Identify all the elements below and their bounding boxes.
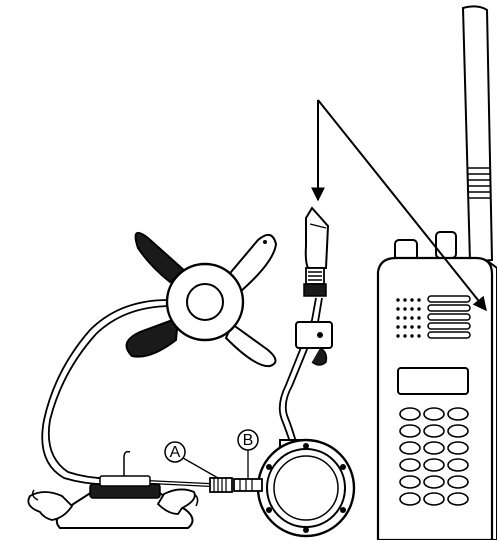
ptt-button [258,440,354,536]
mounting-base [28,452,197,528]
extension-cable [148,478,262,492]
portable-radio [378,232,497,540]
callout-b-label: B [243,432,254,449]
connector-clamp [296,322,332,348]
radio-speaker-slots [428,296,470,338]
radio-display [398,368,468,394]
connector-a [210,478,232,492]
radio-knob-right [436,232,456,258]
callout-b: B [238,430,258,479]
callout-a-label: A [170,444,181,461]
headset-earcup [127,233,276,366]
radio-connector-plug [296,208,332,365]
connector-b [234,479,262,491]
callout-a: A [165,442,218,478]
ptt-cable [280,298,322,442]
radio-antenna [463,6,492,262]
